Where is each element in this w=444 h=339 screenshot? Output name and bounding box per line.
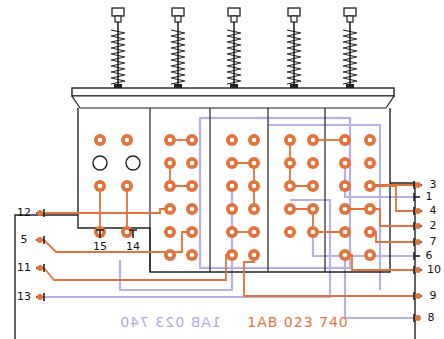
terminal-number: 14 <box>126 241 140 253</box>
terminal-symbols <box>36 181 422 322</box>
wires <box>44 140 414 296</box>
terminal-number: 15 <box>93 241 107 253</box>
terminal-number: 7 <box>430 236 437 248</box>
terminal-number: 6 <box>426 250 433 262</box>
terminal-number: 12 <box>17 207 31 219</box>
terminal-number: 13 <box>17 291 31 303</box>
back-traces <box>42 118 420 318</box>
terminal-number: 10 <box>427 264 441 276</box>
watermark-code: 1AB 023 740 <box>247 314 348 330</box>
terminal-number: 1 <box>426 191 433 203</box>
watermark-code: 1AB 023 740 <box>119 314 220 330</box>
terminal-number: 5 <box>21 234 28 246</box>
terminal-number: 9 <box>430 290 437 302</box>
terminal-number: 2 <box>430 220 437 232</box>
terminal-number: 4 <box>430 205 437 217</box>
terminal-number: 8 <box>428 312 435 324</box>
terminal-number: 3 <box>430 179 437 191</box>
terminal-number: 11 <box>17 262 31 274</box>
